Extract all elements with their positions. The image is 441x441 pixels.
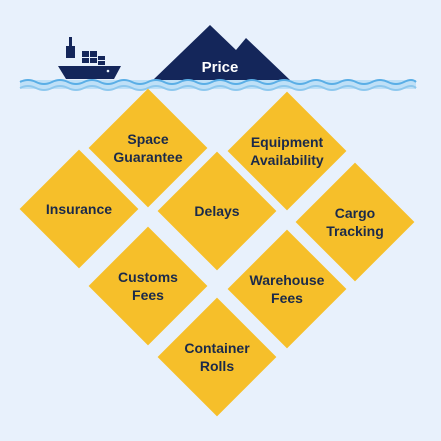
diamond-container-rolls: Container Rolls <box>157 297 277 417</box>
price-label: Price <box>201 59 239 76</box>
diamond-label: Warehouse Fees <box>249 272 325 306</box>
diamond-delays: Delays <box>157 151 277 271</box>
diamond-space-guarantee: Space Guarantee <box>88 88 208 208</box>
diamond-label: Equipment Availability <box>250 134 324 168</box>
diamond-cargo-tracking: Cargo Tracking <box>295 162 415 282</box>
cargo-ship-icon <box>58 37 121 79</box>
diamond-label: Space Guarantee <box>113 131 183 165</box>
diamond-label: Insurance <box>45 201 113 217</box>
diamond-warehouse-fees: Warehouse Fees <box>227 229 347 349</box>
diamond-customs-fees: Customs Fees <box>88 226 208 346</box>
diamond-equipment-availability: Equipment Availability <box>227 91 347 211</box>
diamond-label: Delays <box>194 203 240 219</box>
iceberg-tip-icon <box>153 25 290 80</box>
waterline <box>19 79 417 91</box>
diamond-insurance: Insurance <box>19 149 139 269</box>
diamond-label: Customs Fees <box>118 269 178 303</box>
diamond-label: Cargo Tracking <box>326 205 384 239</box>
diamond-label: Container Rolls <box>184 340 250 374</box>
